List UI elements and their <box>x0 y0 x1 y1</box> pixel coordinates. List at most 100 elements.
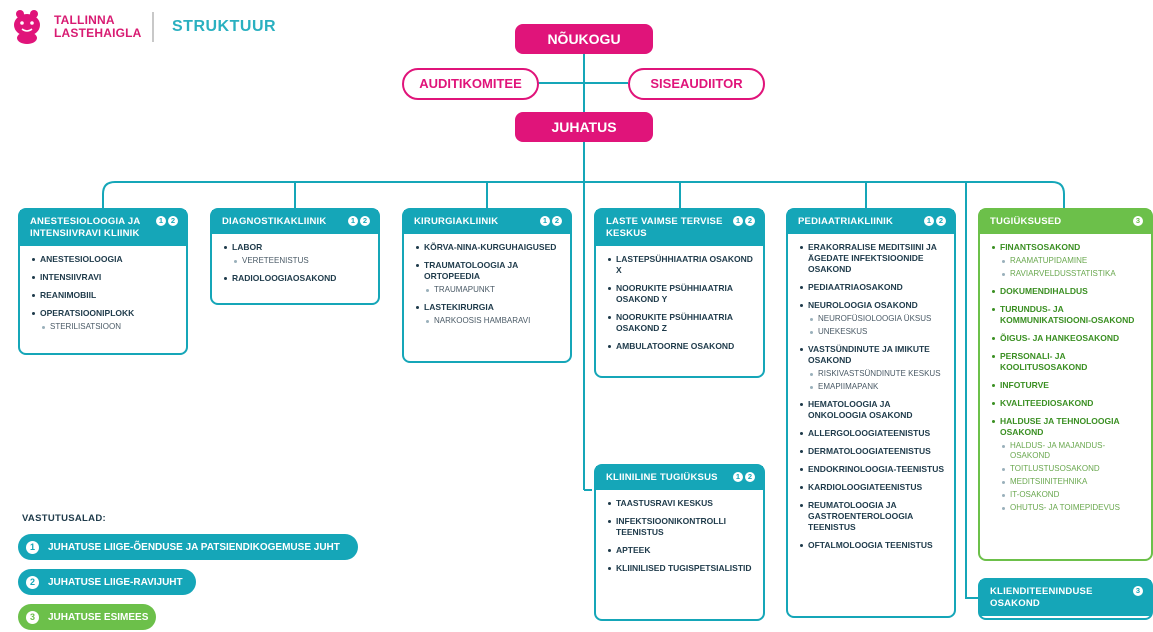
sub-unit-item[interactable]: IT-OSAKOND <box>992 490 1141 500</box>
unit-item[interactable]: FINANTSOSAKOND <box>992 242 1141 253</box>
unit-item[interactable]: NEUROLOOGIA OSAKOND <box>800 300 944 311</box>
unit-item[interactable]: TURUNDUS- JA KOMMUNIKATSIOONI-OSAKOND <box>992 304 1141 326</box>
sub-unit-item[interactable]: RISKIVASTSÜNDINUTE KESKUS <box>800 369 944 379</box>
unit-item[interactable]: LASTEKIRURGIA <box>416 302 560 313</box>
management-node[interactable]: JUHATUS <box>515 112 653 142</box>
card-title: TUGIÜKSUSED <box>990 216 1062 227</box>
responsibility-badges: 3 <box>1133 586 1143 596</box>
connector-top-bar <box>102 181 1065 208</box>
audit-committee-node[interactable]: AUDITIKOMITEE <box>402 68 539 100</box>
responsibility-badge: 1 <box>156 216 166 226</box>
unit-item[interactable]: KARDIOLOOGIATEENISTUS <box>800 482 944 493</box>
internal-auditor-node[interactable]: SISEAUDIITOR <box>628 68 765 100</box>
unit-item[interactable]: PEDIAATRIAOSAKOND <box>800 282 944 293</box>
unit-item[interactable]: ÕIGUS- JA HANKEOSAKOND <box>992 333 1141 344</box>
unit-item[interactable]: INFOTURVE <box>992 380 1141 391</box>
sub-unit-item[interactable]: RAAMATUPIDAMINE <box>992 256 1141 266</box>
card-title: KLIENDITEENINDUSE OSAKOND <box>990 586 1093 609</box>
sub-unit-item[interactable]: NARKOOSIS HAMBARAVI <box>416 316 560 326</box>
unit-item[interactable]: HALDUSE JA TEHNOLOOGIA OSAKOND <box>992 416 1141 438</box>
unit-item[interactable]: INTENSIIVRAVI <box>32 272 176 283</box>
card-title: KIRURGIAKLIINIK <box>414 216 499 227</box>
logo-line-2: LASTEHAIGLA <box>54 26 142 40</box>
legend-item-medical: 2 JUHATUSE LIIGE-RAVIJUHT <box>18 569 196 595</box>
sub-unit-item[interactable]: STERILISATSIOON <box>32 322 176 332</box>
unit-item[interactable]: INFEKTSIOONIKONTROLLI TEENISTUS <box>608 516 753 538</box>
unit-item[interactable]: LABOR <box>224 242 368 253</box>
sub-unit-item[interactable]: OHUTUS- JA TOIMEPIDEVUS <box>992 503 1141 513</box>
unit-item[interactable]: DERMATOLOOGIATEENISTUS <box>800 446 944 457</box>
card-body: LABOR VERETEENISTUS RADIOLOOGIAOSAKOND <box>212 234 378 297</box>
unit-item[interactable]: RADIOLOOGIAOSAKOND <box>224 273 368 284</box>
unit-item[interactable]: VASTSÜNDINUTE JA IMIKUTE OSAKOND <box>800 344 944 366</box>
responsibility-badge: 1 <box>733 472 743 482</box>
unit-item[interactable]: REUMATOLOOGIA JA GASTROENTEROLOOGIA TEEN… <box>800 500 944 533</box>
unit-item[interactable]: KLIINILISED TUGISPETSIALISTID <box>608 563 753 574</box>
unit-item[interactable]: REANIMOBIIL <box>32 290 176 301</box>
sub-unit-item[interactable]: UNEKESKUS <box>800 327 944 337</box>
card-body: ERAKORRALISE MEDITSIINI JA ÄGEDATE INFEK… <box>788 234 954 564</box>
responsibility-badge: 2 <box>552 216 562 226</box>
unit-item[interactable]: PERSONALI- JA KOOLITUSOSAKOND <box>992 351 1141 373</box>
card-title: PEDIAATRIAKLIINIK <box>798 216 894 227</box>
card-title: KLIINILINE TUGIÜKSUS <box>606 472 718 483</box>
card-header: KLIENDITEENINDUSE OSAKOND 3 <box>980 580 1151 616</box>
logo-mascot-icon <box>14 10 40 44</box>
unit-item[interactable]: TRAUMATOLOOGIA JA ORTOPEEDIA <box>416 260 560 282</box>
unit-item[interactable]: NOORUKITE PSÜHHIAATRIA OSAKOND Y <box>608 283 753 305</box>
unit-item[interactable]: TAASTUSRAVI KESKUS <box>608 498 753 509</box>
sub-unit-item[interactable]: MEDITSIINITEHNIKA <box>992 477 1141 487</box>
customer-service-card[interactable]: KLIENDITEENINDUSE OSAKOND 3 <box>978 578 1153 620</box>
sub-unit-item[interactable]: TOITLUSTUSOSAKOND <box>992 464 1141 474</box>
unit-item[interactable]: AMBULATOORNE OSAKOND <box>608 341 753 352</box>
sub-unit-item[interactable]: EMAPIIMAPANK <box>800 382 944 392</box>
card-title: LASTE VAIMSE TERVISE KESKUS <box>606 216 723 239</box>
unit-item[interactable]: LASTEPSÜHHIAATRIA OSAKOND X <box>608 254 753 276</box>
unit-item[interactable]: OFTALMOLOOGIA TEENISTUS <box>800 540 944 551</box>
sub-unit-item[interactable]: HALDUS- JA MAJANDUS-OSAKOND <box>992 441 1141 461</box>
unit-item[interactable]: ERAKORRALISE MEDITSIINI JA ÄGEDATE INFEK… <box>800 242 944 275</box>
clinic-card-anesthesiology[interactable]: ANESTESIOLOOGIA JA INTENSIIVRAVI KLIINIK… <box>18 208 188 355</box>
unit-item[interactable]: OPERATSIOONIPLOKK <box>32 308 176 319</box>
legend-label: JUHATUSE LIIGE-ÕENDUSE JA PATSIENDIKOGEM… <box>48 541 340 553</box>
logo[interactable]: TALLINNA LASTEHAIGLA <box>8 8 143 44</box>
logo-line-1: TALLINNA <box>54 13 115 27</box>
card-header: ANESTESIOLOOGIA JA INTENSIIVRAVI KLIINIK… <box>20 210 186 246</box>
unit-item[interactable]: ALLERGOLOOGIATEENISTUS <box>800 428 944 439</box>
unit-item[interactable]: NOORUKITE PSÜHHIAATRIA OSAKOND Z <box>608 312 753 334</box>
legend-number: 2 <box>26 575 39 589</box>
unit-item[interactable]: ANESTESIOLOOGIA <box>32 254 176 265</box>
sub-unit-item[interactable]: NEUROFÜSIOLOOGIA ÜKSUS <box>800 314 944 324</box>
sub-unit-item[interactable]: VERETEENISTUS <box>224 256 368 266</box>
legend-number: 1 <box>26 540 39 554</box>
unit-item[interactable]: KVALITEEDIOSAKOND <box>992 398 1141 409</box>
unit-item[interactable]: KÕRVA-NINA-KURGUHAIGUSED <box>416 242 560 253</box>
responsibility-badge: 3 <box>1133 216 1143 226</box>
sub-unit-item[interactable]: TRAUMAPUNKT <box>416 285 560 295</box>
sub-unit-item[interactable]: RAVIARVELDUSSTATISTIKA <box>992 269 1141 279</box>
card-header: TUGIÜKSUSED 3 <box>980 210 1151 234</box>
board-node[interactable]: NÕUKOGU <box>515 24 653 54</box>
unit-item[interactable]: ENDOKRINOLOOGIA-TEENISTUS <box>800 464 944 475</box>
unit-item[interactable]: HEMATOLOOGIA JA ONKOLOOGIA OSAKOND <box>800 399 944 421</box>
legend-label: JUHATUSE LIIGE-RAVIJUHT <box>48 576 183 588</box>
unit-item[interactable]: DOKUMENDIHALDUS <box>992 286 1141 297</box>
legend-number: 3 <box>26 610 39 624</box>
responsibility-badge: 3 <box>1133 586 1143 596</box>
unit-item[interactable]: APTEEK <box>608 545 753 556</box>
